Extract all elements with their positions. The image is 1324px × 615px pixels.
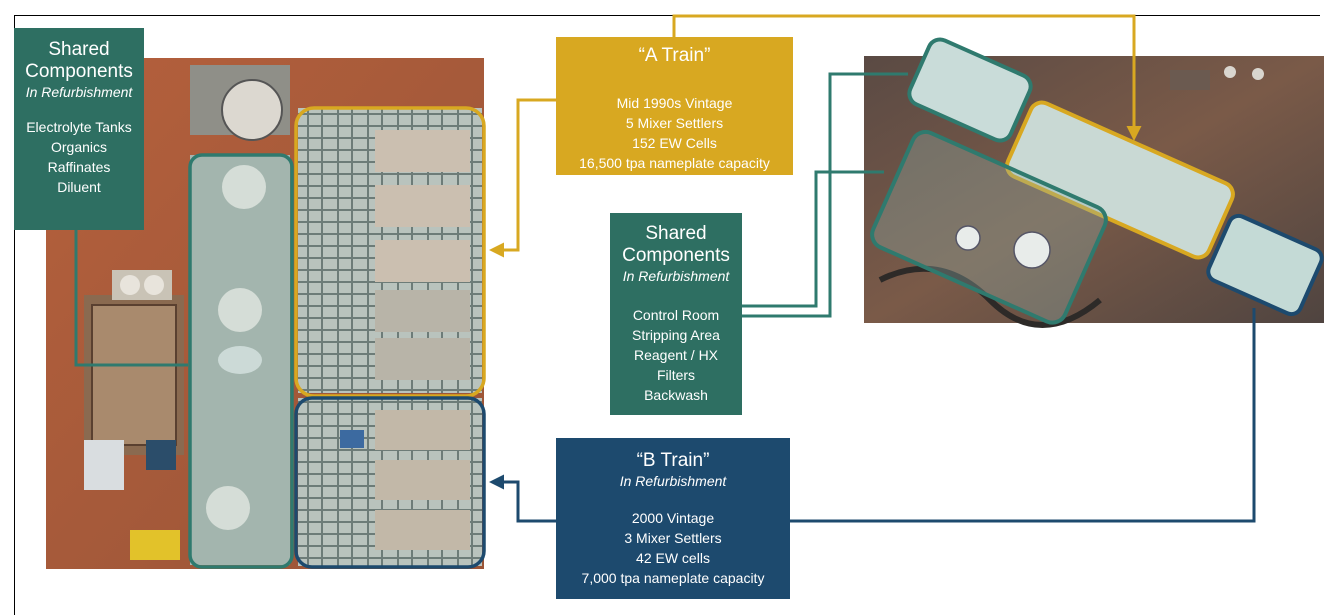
callout-a-train-item: Mid 1990s Vintage [616, 95, 733, 111]
connector-shared-center-2 [742, 170, 884, 308]
callout-shared-left-item: Diluent [57, 179, 101, 195]
callout-shared-center: Shared Components In Refurbishment Contr… [610, 213, 742, 415]
outline-shared-right-small [907, 37, 1033, 143]
callout-b-train-item: 42 EW cells [636, 550, 710, 566]
outline-a-train-left [294, 106, 486, 398]
callout-a-train-item: 5 Mixer Settlers [625, 115, 724, 131]
connector-b-train-left [489, 474, 556, 523]
connector-b-train-right [790, 308, 1256, 523]
diagram-canvas [46, 14, 1324, 569]
callout-a-train-item: 152 EW Cells [632, 135, 717, 151]
callout-shared-left-subtitle: In Refurbishment [25, 84, 133, 100]
outline-b-train-right [1206, 213, 1324, 317]
callout-b-train-subtitle: In Refurbishment [619, 473, 727, 489]
outline-b-train-left [294, 396, 486, 569]
callout-shared-center-item: Backwash [644, 387, 708, 403]
callout-shared-left-item: Organics [50, 139, 108, 155]
connector-a-train-left [489, 98, 556, 258]
connector-shared-left [74, 230, 188, 367]
callout-b-train: “B Train” In Refurbishment 2000 Vintage … [556, 438, 790, 599]
connector-a-train-right [672, 14, 1142, 141]
callout-shared-left-item: Raffinates [47, 159, 111, 175]
callout-shared-left: Shared Components In Refurbishment Elect… [14, 28, 144, 230]
callout-shared-center-item: Control Room [632, 307, 720, 323]
callout-shared-center-item: Stripping Area [632, 327, 720, 343]
outline-shared-right-large [870, 129, 1108, 325]
slide-frame [14, 15, 1320, 615]
callout-shared-left-item: Electrolyte Tanks [26, 119, 132, 135]
callout-a-train-title: “A Train” [638, 45, 711, 66]
callout-shared-center-title: Shared Components [622, 223, 730, 266]
callout-a-train: “A Train” Mid 1990s Vintage 5 Mixer Sett… [556, 37, 793, 175]
outline-shared-left [188, 153, 294, 569]
callout-shared-center-item: Reagent / HX [633, 347, 719, 363]
connector-shared-center-1 [742, 72, 908, 318]
callout-b-train-item: 7,000 tpa nameplate capacity [581, 570, 765, 586]
callout-shared-left-title: Shared Components [25, 39, 133, 82]
callout-shared-center-subtitle: In Refurbishment [622, 268, 730, 284]
callout-shared-center-item: Filters [656, 367, 696, 383]
callout-a-train-item: 16,500 tpa nameplate capacity [579, 155, 770, 171]
callout-b-train-item: 3 Mixer Settlers [624, 530, 722, 546]
callout-b-train-item: 2000 Vintage [631, 510, 715, 526]
callout-b-train-title: “B Train” [636, 450, 710, 471]
